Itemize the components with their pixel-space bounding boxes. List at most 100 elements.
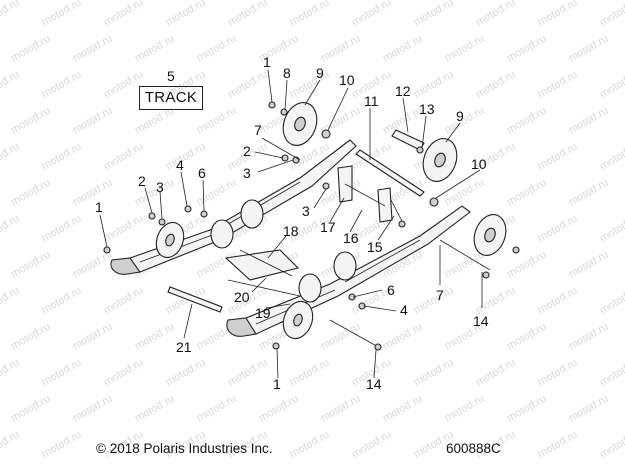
- leader-lines: [99, 69, 483, 379]
- watermark-text: motod.ru: [40, 140, 84, 172]
- watermark-text: motod.ru: [40, 428, 84, 460]
- watermark-text: motod.ru: [288, 68, 332, 100]
- watermark-text: motod.ru: [102, 140, 146, 172]
- right-rail-lower: [226, 205, 471, 337]
- callout-5: 5: [167, 68, 175, 84]
- watermark-text: motod.ru: [40, 212, 84, 244]
- watermark-text: motod.ru: [412, 68, 456, 100]
- watermark-text: motod.ru: [505, 392, 549, 424]
- callout-6-left: 6: [198, 165, 206, 181]
- callout-10-right: 10: [471, 156, 487, 172]
- callout-3-mid: 3: [243, 165, 251, 181]
- watermark-text: motod.ru: [412, 356, 456, 388]
- watermark-text: motod.ru: [443, 176, 487, 208]
- watermark-text: motod.ru: [133, 392, 177, 424]
- watermark-text: motod.ru: [598, 140, 625, 172]
- watermark-text: motod.ru: [40, 68, 84, 100]
- watermark-text: motod.ru: [381, 392, 425, 424]
- watermark-text: motod.ru: [0, 140, 21, 172]
- watermark-text: motod.ru: [9, 248, 53, 280]
- callout-3-center: 3: [302, 203, 310, 219]
- watermark-text: motod.ru: [0, 68, 21, 100]
- callout-2-left: 2: [138, 173, 146, 189]
- callout-4-left: 4: [176, 157, 184, 173]
- watermark-text: motod.ru: [0, 212, 21, 244]
- watermark-text: motod.ru: [536, 284, 580, 316]
- watermark-text: motod.ru: [598, 428, 625, 460]
- watermark-text: motod.ru: [536, 140, 580, 172]
- watermark-text: motod.ru: [381, 32, 425, 64]
- callout-12: 12: [395, 83, 411, 99]
- watermark-text: motod.ru: [0, 356, 21, 388]
- callout-15: 15: [367, 239, 383, 255]
- watermark-text: motod.ru: [319, 32, 363, 64]
- callout-6-right: 6: [387, 282, 395, 298]
- watermark-text: motod.ru: [40, 0, 84, 29]
- center-arm-assembly: [337, 165, 393, 223]
- watermark-text: motod.ru: [0, 428, 21, 460]
- watermark-text: motod.ru: [567, 320, 611, 352]
- watermark-text: motod.ru: [567, 176, 611, 208]
- callout-13: 13: [419, 101, 435, 117]
- watermark-text: motod.ru: [505, 176, 549, 208]
- watermark-text: motod.ru: [412, 284, 456, 316]
- watermark-text: motod.ru: [505, 248, 549, 280]
- watermark-text: motod.ru: [288, 428, 332, 460]
- diagram-part-number: 600888C: [446, 441, 501, 456]
- watermark-text: motod.ru: [443, 32, 487, 64]
- watermark-text: motod.ru: [350, 428, 394, 460]
- callouts: 1 1 1 2 2 3 3 3 4 4 5 6 6 7 7 8 9 9 10 1…: [95, 54, 489, 392]
- watermark-text: motod.ru: [536, 68, 580, 100]
- watermark-text: motod.ru: [9, 104, 53, 136]
- watermark-text: motod.ru: [71, 176, 115, 208]
- watermark-text: motod.ru: [102, 0, 146, 29]
- watermark-text: motod.ru: [102, 356, 146, 388]
- copyright-notice: © 2018 Polaris Industries Inc.: [96, 441, 273, 456]
- watermark-text: motod.ru: [288, 356, 332, 388]
- watermark-text: motod.ru: [598, 284, 625, 316]
- callout-20: 20: [234, 289, 250, 305]
- watermark-text: motod.ru: [505, 32, 549, 64]
- watermark-text: motod.ru: [474, 284, 518, 316]
- watermark-text: motod.ru: [71, 32, 115, 64]
- watermark-text: motod.ru: [412, 0, 456, 29]
- watermark-text: motod.ru: [71, 392, 115, 424]
- watermark-text: motod.ru: [443, 392, 487, 424]
- watermark-text: motod.ru: [443, 104, 487, 136]
- watermark-text: motod.ru: [226, 356, 270, 388]
- watermark-text: motod.ru: [195, 32, 239, 64]
- callout-7-right: 7: [436, 287, 444, 303]
- callout-9-right: 9: [456, 108, 464, 124]
- watermark-text: motod.ru: [474, 0, 518, 29]
- callout-3-left: 3: [156, 179, 164, 195]
- watermark-text: motod.ru: [567, 392, 611, 424]
- mid-wheels: [210, 199, 357, 303]
- torque-arm-assembly: [224, 249, 301, 297]
- callout-4-right: 4: [400, 302, 408, 318]
- watermark-text: motod.ru: [319, 392, 363, 424]
- callout-9-top: 9: [316, 65, 324, 81]
- watermark-text: motod.ru: [0, 284, 21, 316]
- callout-2-mid: 2: [243, 143, 251, 159]
- watermark-text: motod.ru: [133, 320, 177, 352]
- watermark-text: motod.ru: [567, 248, 611, 280]
- callout-7-top: 7: [254, 122, 262, 138]
- watermark-text: motod.ru: [9, 320, 53, 352]
- watermark-text: motod.ru: [40, 284, 84, 316]
- callout-14-bottom: 14: [366, 376, 382, 392]
- callout-16: 16: [343, 230, 359, 246]
- watermark-text: motod.ru: [40, 356, 84, 388]
- watermark-text: motod.ru: [536, 356, 580, 388]
- watermark-text: motod.ru: [474, 356, 518, 388]
- watermark-text: motod.ru: [536, 212, 580, 244]
- watermark-text: motod.ru: [598, 212, 625, 244]
- callout-21: 21: [176, 339, 192, 355]
- watermark-text: motod.ru: [164, 0, 208, 29]
- watermark-text: motod.ru: [0, 0, 21, 29]
- callout-1-top: 1: [263, 54, 271, 70]
- watermark-text: motod.ru: [164, 356, 208, 388]
- track-label: TRACK: [139, 86, 203, 110]
- callout-11: 11: [364, 93, 379, 109]
